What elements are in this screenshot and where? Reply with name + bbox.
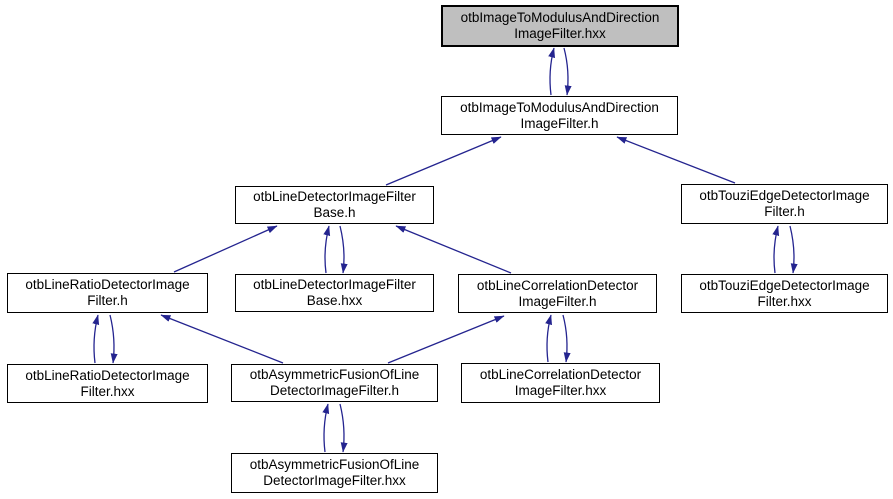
graph-edge-corr-h-to-base-h xyxy=(395,225,512,274)
node-label-line: ImageFilter.h xyxy=(518,293,597,309)
node-label-line: otbTouziEdgeDetectorImage xyxy=(699,277,870,293)
node-label-line: Filter.hxx xyxy=(757,293,812,309)
node-label-line: DetectorImageFilter.hxx xyxy=(263,473,406,488)
node-label-line: Base.h xyxy=(313,205,356,220)
node-label-line: DetectorImageFilter.h xyxy=(269,383,400,398)
graph-edge-base-h-to-modulus-h xyxy=(385,136,502,186)
graph-edge-asym-h-to-corr-h xyxy=(387,315,505,364)
node-label-line: otbLineDetectorImageFilter xyxy=(253,189,416,204)
graph-edge-touzi-hxx-to-touzi-h-up xyxy=(772,225,780,274)
graph-edge-touzi-h-to-touzi-hxx-down xyxy=(789,225,798,274)
node-label-line: Filter.h xyxy=(87,293,128,308)
graph-edge-asym-hxx-to-asym-h-up xyxy=(322,403,330,453)
node-label-line: Filter.hxx xyxy=(80,383,135,399)
graph-edge-corr-hxx-to-corr-h-up xyxy=(545,314,552,363)
node-label-line: otbAsymmetricFusionOfLine xyxy=(249,367,420,382)
node-label-line: Base.hxx xyxy=(306,293,363,308)
node-label-line: otbLineCorrelationDetector xyxy=(479,367,642,382)
node-label-line: Filter.h xyxy=(764,204,805,219)
node-label-line: otbTouziEdgeDetectorImage xyxy=(699,188,870,203)
node-label-line: ImageFilter.hxx xyxy=(514,383,607,398)
graph-edge-ratio-h-to-base-h xyxy=(173,225,278,273)
node-label-line: otbImageToModulusAndDirection xyxy=(460,99,659,115)
node-label-line: otbLineRatioDetectorImage xyxy=(25,277,190,292)
graph-edge-ratio-hxx-to-ratio-h-up xyxy=(92,314,100,364)
graph-edge-h-to-hxx-up xyxy=(548,47,555,96)
graph-edge-touzi-h-to-modulus-h xyxy=(616,136,736,184)
node-label-line: otbImageToModulusAndDirection xyxy=(460,10,660,25)
graph-edge-hxx-to-h-down xyxy=(563,47,572,96)
graph-edge-asym-h-to-asym-hxx-down xyxy=(339,403,348,453)
node-label-line: otbAsymmetricFusionOfLine xyxy=(249,457,420,472)
graph-edge-base-h-to-base-hxx-down xyxy=(339,225,348,274)
graph-edge-ratio-h-to-ratio-hxx-down xyxy=(109,314,118,364)
node-label-line: otbLineDetectorImageFilter xyxy=(253,277,416,292)
graph-edge-base-hxx-to-base-h-up xyxy=(323,225,331,274)
graph-edge-asym-h-to-ratio-h xyxy=(160,314,284,364)
graph-edge-corr-h-to-corr-hxx-down xyxy=(562,314,571,363)
node-label-line: ImageFilter.hxx xyxy=(514,26,606,41)
node-label-line: ImageFilter.h xyxy=(520,115,599,131)
node-label-line: otbLineCorrelationDetector xyxy=(476,277,639,293)
node-label-line: otbLineRatioDetectorImage xyxy=(25,367,190,383)
